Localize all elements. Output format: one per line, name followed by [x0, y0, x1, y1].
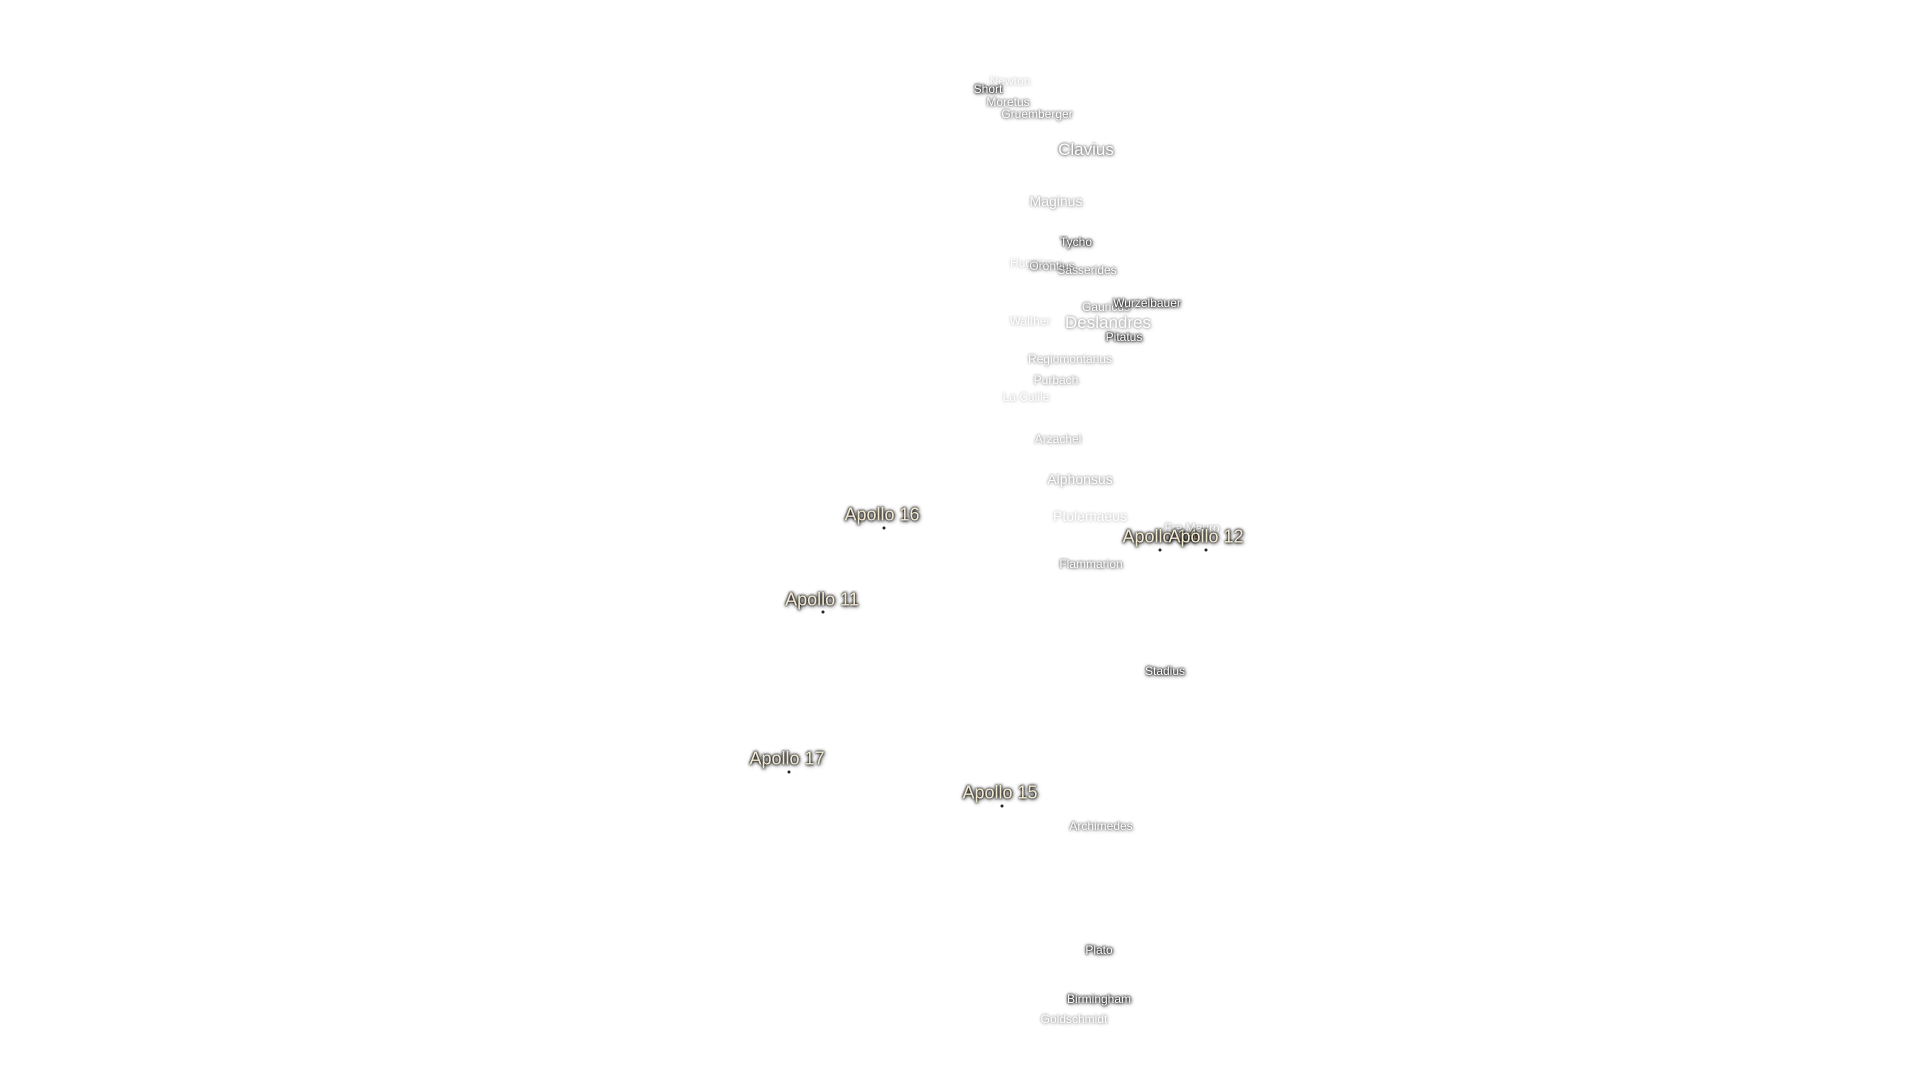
crater-label-ptolemaeus: Ptolemaeus	[1053, 508, 1127, 524]
crater-label-stadius: Stadius	[1144, 664, 1186, 678]
crater-label-archimedes: Archimedes	[1069, 819, 1133, 833]
apollo-14-label[interactable]: Apollo 14	[1122, 526, 1198, 547]
apollo-12-label[interactable]: Apollo 12	[1168, 526, 1244, 547]
apollo-16-marker[interactable]	[882, 526, 886, 530]
apollo-11-label[interactable]: Apollo 11	[785, 589, 859, 610]
apollo-15-label[interactable]: Apollo 15	[962, 782, 1038, 803]
crater-label-gauricus: Gauricus	[1081, 300, 1131, 314]
crater-label-regiomontanus: Regiomontanus	[1027, 352, 1113, 366]
crater-label-orontius: Orontius	[1029, 259, 1075, 273]
crater-label-tycho: Tycho	[1059, 235, 1093, 249]
crater-label-short: Short	[973, 82, 1003, 96]
crater-label-arzachel: Arzachel	[1034, 432, 1082, 446]
apollo-17-label[interactable]: Apollo 17	[749, 748, 825, 769]
crater-label-flammarion: Flammarion	[1059, 557, 1123, 571]
apollo-16-label[interactable]: Apollo 16	[844, 504, 920, 525]
crater-label-walther: Walther	[1009, 314, 1051, 328]
apollo-14-marker[interactable]	[1158, 548, 1162, 552]
crater-label-deslandres: Deslandres	[1065, 313, 1151, 332]
crater-label-plato: Plato	[1085, 943, 1113, 957]
crater-label-fra-mauro: Fra Mauro	[1164, 521, 1220, 535]
apollo-17-marker[interactable]	[787, 770, 791, 774]
crater-label-gruemberger: Gruemberger	[1001, 107, 1073, 121]
crater-label-sasserides: Sasserides	[1057, 263, 1117, 277]
crater-label-clavius: Clavius	[1058, 140, 1114, 159]
apollo-15-marker[interactable]	[1000, 804, 1004, 808]
crater-label-newton: Newton	[989, 74, 1031, 88]
crater-label-pitatus: Pitatus	[1105, 330, 1143, 344]
crater-label-maginus: Maginus	[1029, 193, 1083, 209]
crater-label-purbach: Purbach	[1033, 373, 1079, 387]
crater-label-birmingham: Birmingham	[1066, 992, 1132, 1006]
crater-label-alphonsus: Alphonsus	[1047, 471, 1113, 487]
crater-label-huggins: Huggins	[1009, 256, 1055, 270]
apollo-12-marker[interactable]	[1204, 548, 1208, 552]
crater-label-moretus: Moretus	[986, 95, 1030, 109]
crater-label-goldschmidt: Goldschmidt	[1040, 1012, 1108, 1026]
crater-label-la-caille: La Caille	[1002, 390, 1050, 404]
apollo-11-marker[interactable]	[821, 610, 825, 614]
crater-label-wurzelbauer: Wurzelbauer	[1113, 296, 1181, 310]
